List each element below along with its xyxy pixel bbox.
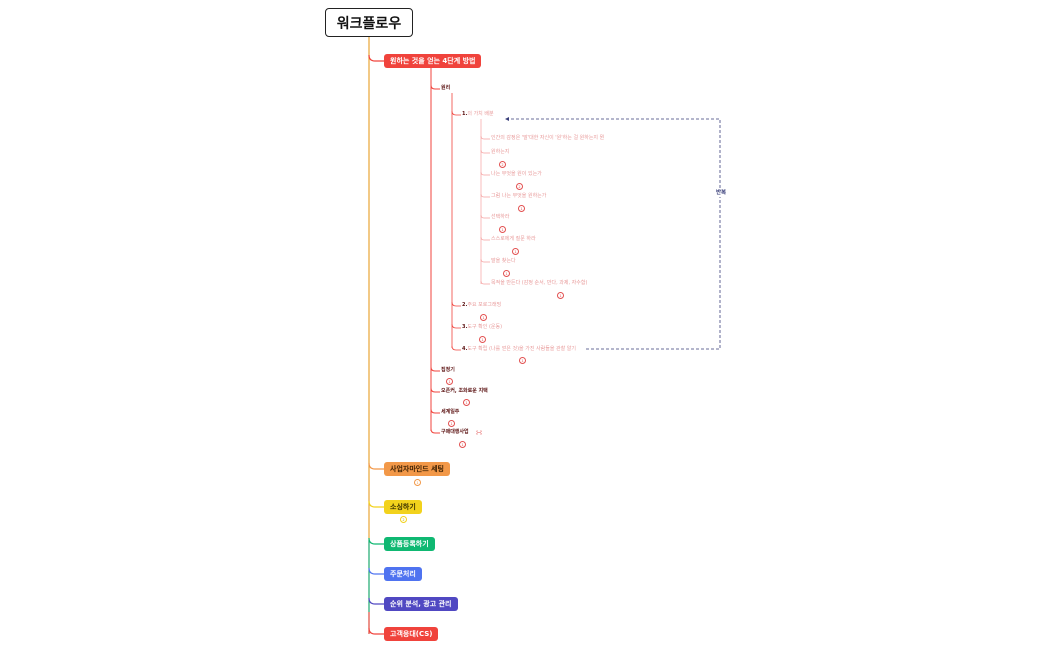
node-c4[interactable]: 구매대행사업 — [441, 429, 469, 435]
branch-product-registration[interactable]: 상품등록하기 — [384, 537, 435, 551]
collapse-counter[interactable]: 2 — [499, 161, 506, 168]
step1-number: 1. — [462, 111, 468, 117]
collapse-counter[interactable]: 1 — [414, 479, 421, 486]
node-step1[interactable]: 1.의 가치 배분 — [462, 112, 494, 117]
step4-number: 4. — [462, 346, 468, 352]
step1-text: 의 가치 배분 — [467, 111, 494, 117]
collapse-counter[interactable]: 1 — [459, 441, 466, 448]
step1-item[interactable]: 인간의 감정은 '말'대한 자신이 '원'하는 걸 원하는지 뭔 — [491, 135, 605, 141]
collapse-counter[interactable]: 2 — [516, 183, 523, 190]
step3-number: 3. — [462, 324, 468, 330]
collapse-counter[interactable]: 1 — [519, 357, 526, 364]
collapse-counter[interactable]: 1 — [499, 226, 506, 233]
branch-customer-service[interactable]: 고객응대(CS) — [384, 627, 439, 641]
branch-ranking-ads[interactable]: 순위 분석, 광고 관리 — [384, 597, 458, 611]
branch-sourcing[interactable]: 소싱하기 — [384, 500, 422, 514]
step1-item[interactable]: 원하는지 — [491, 149, 510, 155]
collapse-counter[interactable]: 1 — [518, 205, 525, 212]
step1-item[interactable]: 목적을 만든다 (감정 순서, 만다, 과제, 자수함) — [491, 280, 588, 286]
collapse-counter[interactable]: 2 — [400, 516, 407, 523]
step1-item[interactable]: 스스로에게 질문 하라 — [491, 236, 536, 242]
collapse-counter[interactable]: 1 — [448, 420, 455, 427]
node-step4[interactable]: 4.도구 확립 (나를 얻은 것)을 가진 사람들을 관찰 알기 — [462, 347, 576, 352]
root-node[interactable]: 워크플로우 — [325, 8, 413, 37]
repeat-label: 반복 — [716, 190, 727, 197]
branch-order-processing[interactable]: 주문처리 — [384, 567, 422, 581]
branch-four-step-method[interactable]: 원하는 것을 얻는 4단계 방법 — [384, 54, 482, 68]
collapse-counter[interactable]: 1 — [446, 378, 453, 385]
step1-item[interactable]: 그럼 나는 무엇을 원하는가 — [491, 193, 547, 199]
collapse-counter[interactable]: 1 — [512, 248, 519, 255]
node-c2[interactable]: 오픈커, 조화로운 지택 — [441, 388, 488, 394]
collapse-counter[interactable]: 1 — [503, 270, 510, 277]
step1-item[interactable]: 말을 찾는다 — [491, 258, 516, 264]
step1-item[interactable]: 선택하라 — [491, 214, 510, 220]
link-icon[interactable] — [476, 430, 482, 435]
collapse-counter[interactable]: 1 — [557, 292, 564, 299]
collapse-counter[interactable]: 1 — [480, 314, 487, 321]
step3-text: 도구 확인 (운동) — [467, 324, 503, 330]
collapse-counter[interactable]: 1 — [479, 336, 486, 343]
step1-item[interactable]: 나는 무엇을 원이 있는가 — [491, 171, 542, 177]
node-c1[interactable]: 집정기 — [441, 367, 455, 373]
node-step3[interactable]: 3.도구 확인 (운동) — [462, 325, 502, 330]
node-step2[interactable]: 2.주요 포로그래밍 — [462, 303, 501, 308]
node-principle[interactable]: 원리 — [441, 85, 451, 91]
node-c3[interactable]: 세계일주 — [441, 409, 460, 415]
step2-number: 2. — [462, 302, 468, 308]
branch-business-mindset[interactable]: 사업자마인드 세팅 — [384, 462, 450, 476]
collapse-counter[interactable]: 1 — [463, 399, 470, 406]
step4-text: 도구 확립 (나를 얻은 것)을 가진 사람들을 관찰 알기 — [467, 346, 577, 352]
step2-text: 주요 포로그래밍 — [467, 302, 502, 308]
